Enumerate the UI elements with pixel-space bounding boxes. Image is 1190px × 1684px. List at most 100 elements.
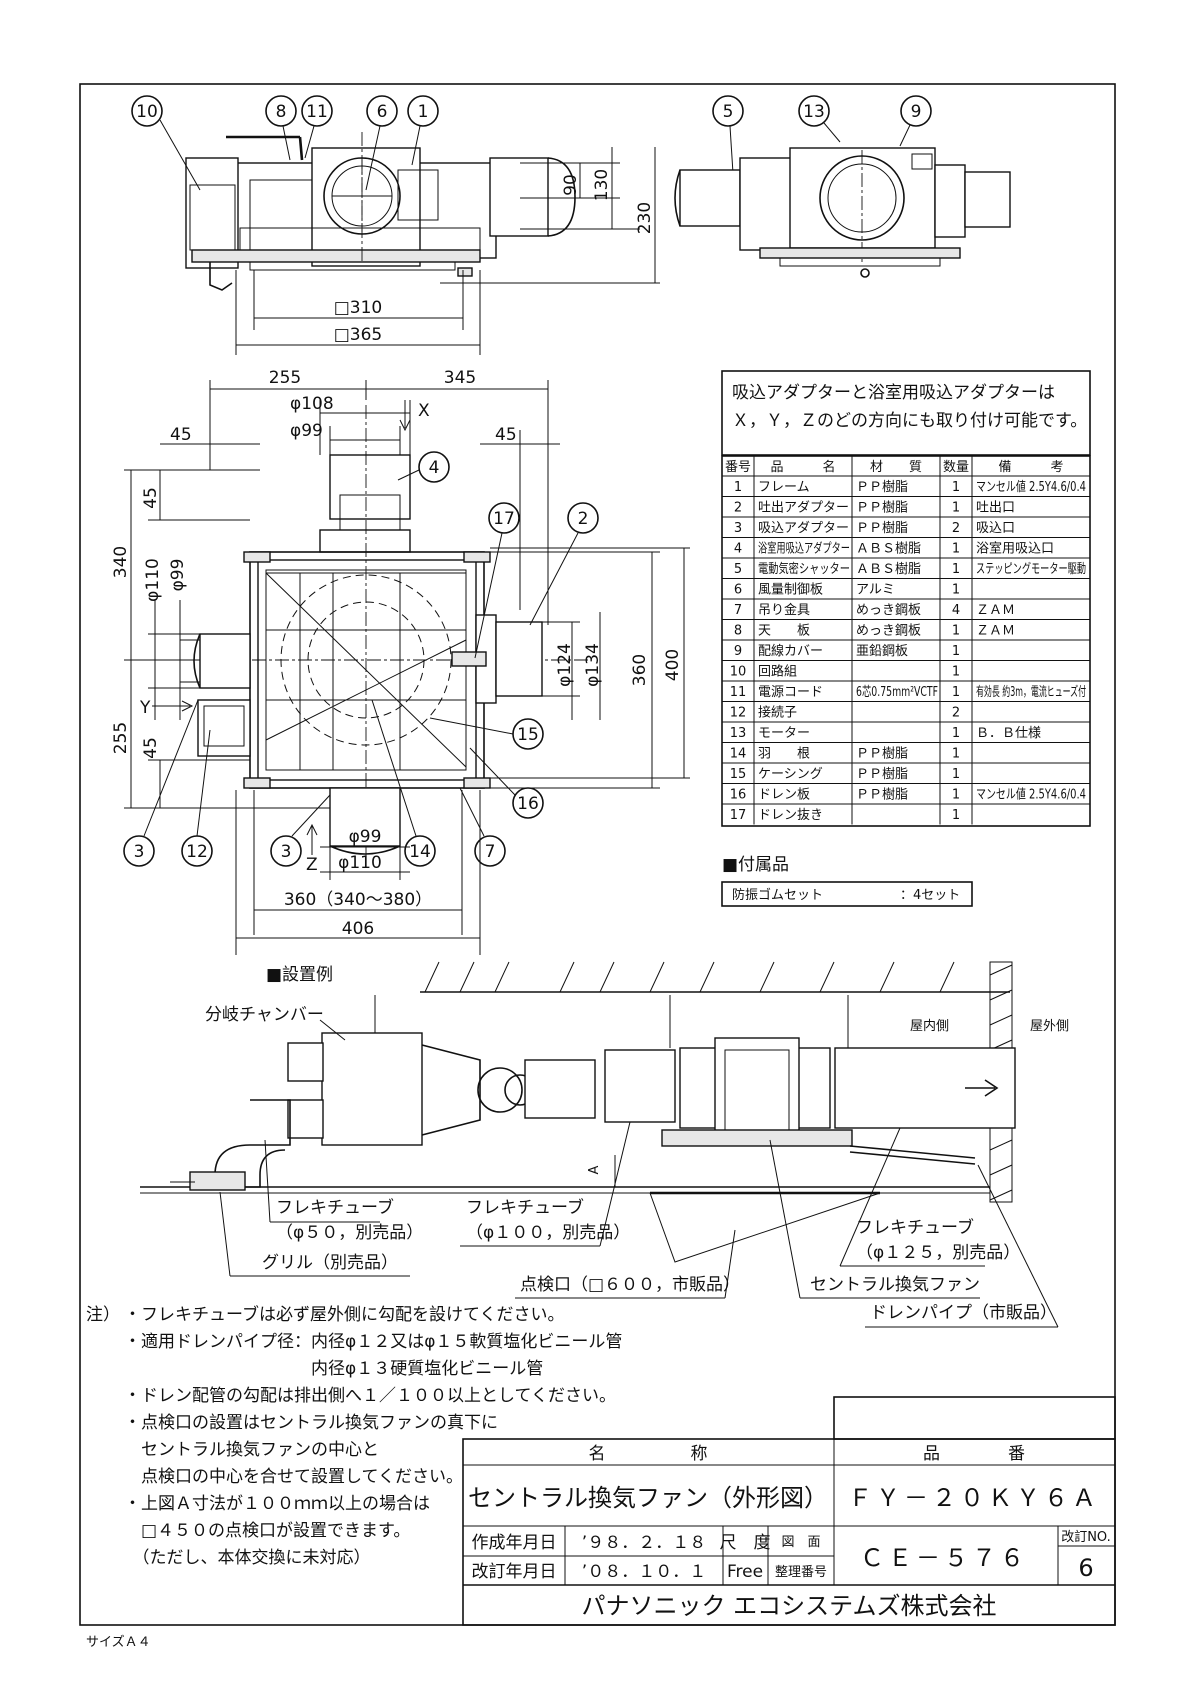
accessories: ■付属品 防振ゴムセット ：4セット bbox=[721, 855, 973, 907]
axis-z: Z bbox=[306, 855, 318, 875]
parts-table-cell-material: めっき鋼板 bbox=[856, 624, 921, 639]
parts-table-cell-number: 16 bbox=[730, 788, 747, 803]
parts-table-cell-qty: 1 bbox=[952, 747, 960, 762]
notes-lead: 注） bbox=[86, 1305, 120, 1325]
dim-310: □310 bbox=[334, 298, 383, 318]
axis-x: X bbox=[418, 401, 430, 421]
svg-text:12: 12 bbox=[186, 842, 208, 862]
flex125-label-2: （φ１２５，別売品） bbox=[856, 1243, 1020, 1263]
parts-table-cell-material: 亜鉛鋼板 bbox=[856, 644, 908, 659]
adapter-note-line1: 吸込アダプターと浴室用吸込アダプターは bbox=[732, 383, 1055, 403]
dim-45-right-top: 45 bbox=[495, 425, 517, 445]
parts-table-cell-qty: 2 bbox=[952, 521, 960, 536]
svg-text:14: 14 bbox=[409, 842, 431, 862]
parts-table-cell-name: 電源コード bbox=[758, 685, 823, 700]
plan-view bbox=[160, 405, 590, 860]
callout-10: 10 bbox=[131, 95, 201, 191]
svg-text:16: 16 bbox=[517, 794, 539, 814]
central-fan-label: セントラル換気ファン bbox=[810, 1275, 980, 1295]
parts-table-cell-name: モーター bbox=[758, 726, 810, 741]
parts-table-cell-qty: 1 bbox=[952, 480, 960, 495]
parts-table-cell-name: 回路組 bbox=[758, 664, 797, 680]
note-line-7: 点検口の中心を合せて設置してください。 bbox=[124, 1467, 463, 1487]
parts-table-cell-number: 7 bbox=[734, 603, 742, 618]
parts-table-cell-name: 羽 根 bbox=[758, 747, 810, 762]
parts-table-cell-material: ＡＢＳ樹脂 bbox=[856, 562, 921, 577]
parts-table-cell-name: 接続子 bbox=[758, 705, 797, 721]
parts-table-header: 番号 bbox=[725, 460, 751, 475]
parts-table-cell-number: 9 bbox=[734, 644, 742, 659]
parts-table-cell-number: 8 bbox=[734, 624, 742, 639]
parts-table-cell-remark: 有効長 約3m，電流ヒューズ付 bbox=[976, 684, 1086, 700]
svg-text:9: 9 bbox=[911, 102, 922, 122]
parts-table-header: 材 質 bbox=[870, 460, 922, 475]
dim-130: 130 bbox=[592, 169, 612, 201]
dim-360-bottom: 360（340～380） bbox=[284, 890, 432, 910]
parts-table-cell-name: 浴室用吸込アダプター bbox=[758, 541, 850, 557]
parts-table-cell-qty: 1 bbox=[952, 501, 960, 516]
dim-340: 340 bbox=[111, 546, 131, 578]
flex50-label-1: フレキチューブ bbox=[276, 1197, 394, 1218]
dim-400: 400 bbox=[663, 649, 683, 681]
callout-7: 7 bbox=[459, 787, 506, 867]
title-block: 名 称 品 番 セントラル換気ファン（外形図） ＦＹ－２０ＫＹ６Ａ 作成年月日 … bbox=[462, 1396, 1116, 1626]
outdoor-side-label: 屋外側 bbox=[1030, 1019, 1069, 1034]
parts-table-cell-number: 12 bbox=[730, 706, 747, 721]
dim-phi108: φ108 bbox=[290, 394, 334, 414]
parts-table-cell-name: 風量制御板 bbox=[758, 583, 823, 598]
parts-table-cell-qty: 4 bbox=[952, 603, 960, 618]
note-line-5: ・点検口の設置はセントラル換気ファンの真下に bbox=[124, 1413, 498, 1433]
plan-dims: 255 345 φ108 φ99 X 45 45 340 255 45 φ110 bbox=[111, 368, 690, 955]
indoor-side-label: 屋内側 bbox=[910, 1018, 949, 1034]
parts-table-cell-name: 吸込アダプター bbox=[758, 521, 849, 536]
callouts-top: 10 8 11 6 1 5 13 bbox=[131, 95, 932, 206]
callout-15: 15 bbox=[429, 717, 544, 750]
parts-table-cell-qty: 1 bbox=[952, 767, 960, 782]
svg-text:4: 4 bbox=[429, 458, 440, 478]
parts-table-cell-material: ＰＰ樹脂 bbox=[856, 521, 908, 536]
svg-text:17: 17 bbox=[493, 509, 515, 529]
note-line-4: ・ドレン配管の勾配は排出側へ１／１００以上としてください。 bbox=[124, 1386, 616, 1406]
parts-table-cell-number: 2 bbox=[734, 501, 742, 516]
dim-45-left-top: 45 bbox=[170, 425, 192, 445]
accessories-qty: ：4セット bbox=[900, 888, 960, 903]
svg-text:5: 5 bbox=[723, 102, 734, 122]
parts-table-cell-material: ＡＢＳ樹脂 bbox=[856, 542, 921, 557]
parts-table-cell-remark: 吸込口 bbox=[976, 521, 1015, 536]
title-number-label: 品 番 bbox=[923, 1444, 1025, 1464]
title-name: セントラル換気ファン（外形図） bbox=[468, 1484, 828, 1512]
parts-table-header: 備 考 bbox=[998, 459, 1063, 475]
accessories-item: 防振ゴムセット bbox=[732, 887, 823, 903]
dim-360-right: 360 bbox=[630, 654, 650, 686]
parts-table-cell-qty: 1 bbox=[952, 644, 960, 659]
parts-table-cell-qty: 1 bbox=[952, 583, 960, 598]
parts-table-cell-remark: 浴室用吸込口 bbox=[976, 541, 1054, 557]
inspection-label: 点検口（□６００，市販品） bbox=[520, 1275, 740, 1295]
dim-phi99-top: φ99 bbox=[290, 421, 323, 441]
callout-6: 6 bbox=[365, 95, 398, 191]
parts-table-cell-number: 11 bbox=[730, 685, 747, 700]
svg-text:11: 11 bbox=[306, 102, 328, 122]
title-number-label-2: 整理番号 bbox=[775, 1565, 827, 1580]
grille-label: グリル（別売品） bbox=[262, 1253, 398, 1273]
parts-table-cell-remark: ＺＡＭ bbox=[976, 603, 1015, 618]
dim-phi99-bottom: φ99 bbox=[349, 827, 382, 847]
svg-text:3: 3 bbox=[134, 842, 145, 862]
dim-45-left-lower: 45 bbox=[141, 737, 161, 759]
drain-pipe-label: ドレンパイプ（市販品） bbox=[870, 1303, 1057, 1323]
adapter-note: 吸込アダプターと浴室用吸込アダプターは Ｘ，Ｙ，Ｚのどの方向にも取り付け可能です… bbox=[721, 370, 1091, 456]
side-elevation bbox=[674, 147, 1011, 278]
parts-table-cell-qty: 1 bbox=[952, 808, 960, 823]
note-line-3: 内径φ１３硬質塩化ビニール管 bbox=[124, 1359, 543, 1379]
note-line-10: （ただし、本体交換に未対応） bbox=[124, 1548, 371, 1568]
callout-13: 13 bbox=[798, 95, 841, 143]
note-line-9: □４５０の点検口が設置できます。 bbox=[124, 1521, 410, 1541]
svg-text:6: 6 bbox=[377, 102, 388, 122]
title-created-label: 作成年月日 bbox=[472, 1533, 557, 1553]
parts-table-cell-number: 10 bbox=[730, 665, 747, 680]
parts-table-cell-name: ケーシング bbox=[758, 767, 823, 782]
callout-17: 17 bbox=[474, 502, 520, 659]
dim-230: 230 bbox=[635, 202, 655, 234]
parts-table-cell-name: 電動気密シャッター bbox=[758, 561, 850, 577]
